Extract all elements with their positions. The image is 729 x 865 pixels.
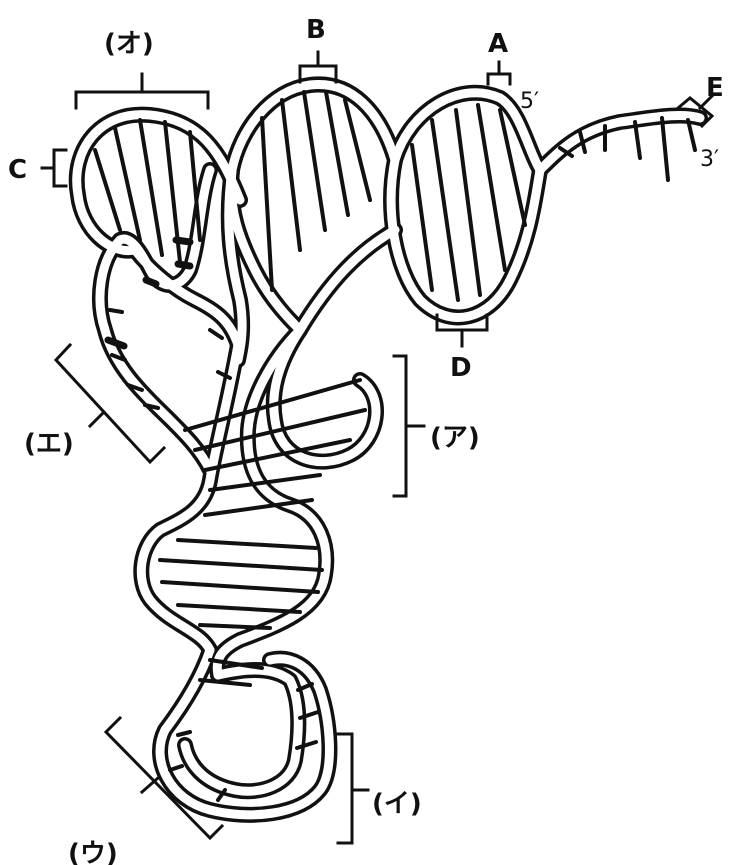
label-E: E xyxy=(706,73,724,103)
label-B: B xyxy=(306,15,326,45)
rung xyxy=(326,92,348,215)
base-stub xyxy=(178,732,190,735)
base-stub xyxy=(170,766,182,770)
rung xyxy=(432,120,458,300)
region-brackets xyxy=(42,52,712,843)
rung xyxy=(162,582,318,592)
bracket-C xyxy=(42,150,66,186)
rung xyxy=(262,118,272,290)
label-A: A xyxy=(488,29,508,59)
base-stub xyxy=(662,118,668,180)
bracket-A xyxy=(488,62,510,84)
rung xyxy=(456,110,480,295)
label-a: (ア) xyxy=(430,423,480,453)
label-u: (ウ) xyxy=(68,839,118,865)
rung xyxy=(282,100,300,250)
rung xyxy=(178,605,300,612)
rung xyxy=(200,680,250,685)
rung xyxy=(412,145,432,290)
label-C: C xyxy=(8,155,27,185)
base-stub xyxy=(110,310,122,312)
rung xyxy=(160,560,322,570)
label-D: D xyxy=(450,353,472,383)
backbone-tubes xyxy=(77,84,700,814)
rung xyxy=(478,105,505,270)
label-five-prime: 5′ xyxy=(520,89,539,114)
bracket-i xyxy=(338,734,368,843)
tube-fills xyxy=(77,84,700,814)
rung xyxy=(140,120,162,255)
label-o: (オ) xyxy=(104,29,154,59)
modified-base-mark xyxy=(146,280,156,284)
base-stub xyxy=(635,122,640,158)
label-i: (イ) xyxy=(372,789,422,819)
base-stub xyxy=(210,330,222,338)
label-three-prime: 3′ xyxy=(700,147,719,172)
modified-base-mark xyxy=(178,264,190,266)
bracket-o xyxy=(76,74,208,108)
modified-base-mark xyxy=(176,240,190,242)
rung xyxy=(178,540,316,548)
label-e: (エ) xyxy=(24,429,74,459)
rung xyxy=(304,92,325,230)
bracket-a xyxy=(394,356,424,496)
rung xyxy=(95,150,120,230)
